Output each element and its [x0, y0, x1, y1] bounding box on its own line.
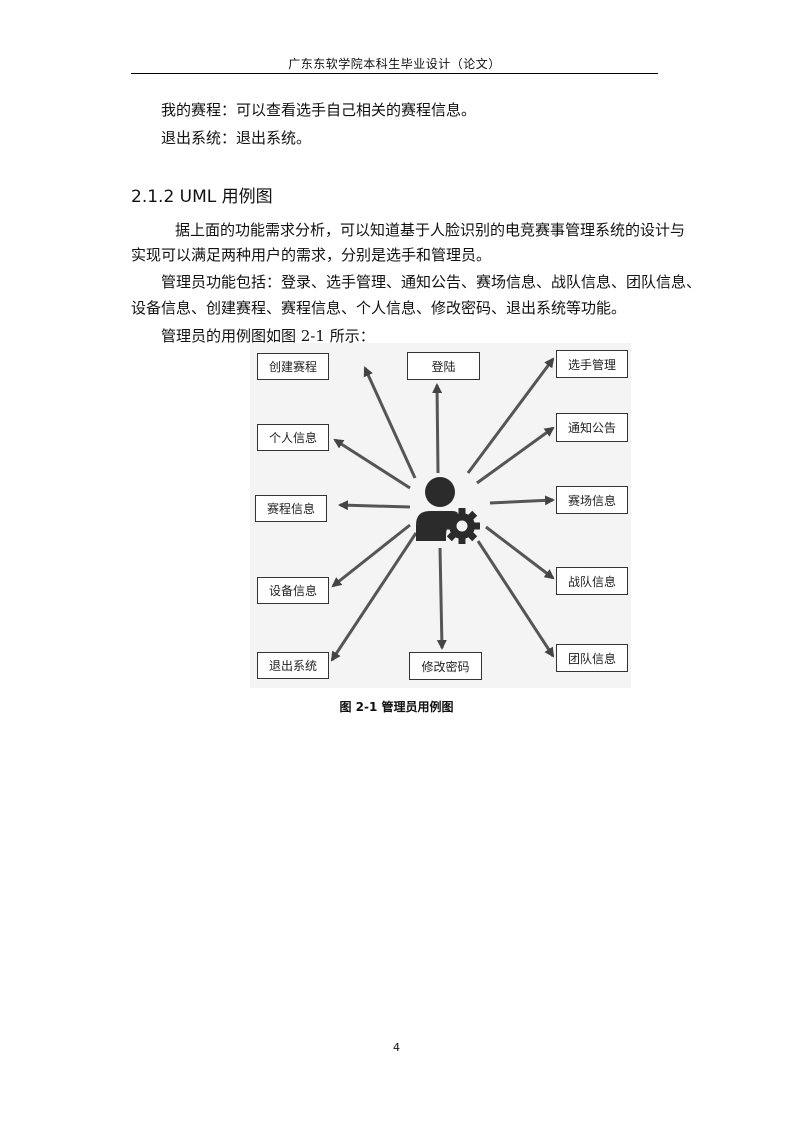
- paragraph-analysis-line2: 实现可以满足两种用户的需求，分别是选手和管理员。: [131, 246, 492, 264]
- arrow-change-password: [436, 547, 447, 650]
- figure-caption: 图 2-1 管理员用例图: [339, 700, 454, 714]
- use-case-diagram: 创建赛程 个人信息 赛程信息 设备信息 退出系统 登陆 修改密码 选手管理 通知…: [250, 343, 631, 688]
- arrow-schedule-info: [338, 500, 411, 511]
- use-case-change-password: 修改密码: [409, 652, 482, 680]
- arrow-logout: [330, 532, 418, 662]
- paragraph-my-schedule: 我的赛程：可以查看选手自己相关的赛程信息。: [161, 101, 477, 119]
- use-case-venue-info: 赛场信息: [556, 486, 628, 514]
- use-case-schedule-info: 赛程信息: [255, 495, 327, 522]
- arrow-venue-info: [489, 495, 555, 506]
- section-heading: 2.1.2 UML 用例图: [131, 187, 273, 207]
- use-case-player-mgmt: 选手管理: [556, 350, 628, 378]
- use-case-create-schedule: 创建赛程: [257, 353, 329, 380]
- paragraph-admin-functions-line2: 设备信息、创建赛程、赛程信息、个人信息、修改密码、退出系统等功能。: [131, 299, 627, 317]
- use-case-logout: 退出系统: [257, 652, 329, 679]
- arrow-notice: [476, 426, 555, 485]
- use-case-arrows: [330, 357, 555, 662]
- use-case-personal-info: 个人信息: [257, 424, 329, 451]
- paragraph-admin-functions-line1: 管理员功能包括：登录、选手管理、通知公告、赛场信息、战队信息、团队信息、: [161, 273, 702, 291]
- arrow-personal-info: [333, 438, 411, 490]
- arrow-login: [432, 383, 443, 474]
- use-case-login: 登陆: [407, 352, 480, 380]
- page-header: 广东东软学院本科生毕业设计（论文）: [288, 57, 501, 71]
- paragraph-logout: 退出系统：退出系统。: [161, 129, 312, 147]
- arrow-team-info-2: [476, 540, 555, 658]
- use-case-device-info: 设备信息: [257, 577, 329, 604]
- page-number: 4: [393, 1041, 400, 1054]
- arrow-device-info: [331, 523, 411, 588]
- use-case-team-info-2: 团队信息: [556, 644, 628, 672]
- paragraph-figure-intro: 管理员的用例图如图 2-1 所示：: [161, 327, 375, 345]
- header-rule: [131, 73, 658, 74]
- admin-gear-icon: [416, 477, 480, 544]
- arrow-team-info-1: [485, 525, 555, 580]
- use-case-team-info-1: 战队信息: [556, 567, 628, 595]
- arrow-create-schedule: [363, 366, 417, 479]
- use-case-notice: 通知公告: [556, 413, 628, 442]
- paragraph-analysis-line1: 据上面的功能需求分析，可以知道基于人脸识别的电竞赛事管理系统的设计与: [175, 221, 686, 239]
- arrow-player-mgmt: [466, 357, 555, 474]
